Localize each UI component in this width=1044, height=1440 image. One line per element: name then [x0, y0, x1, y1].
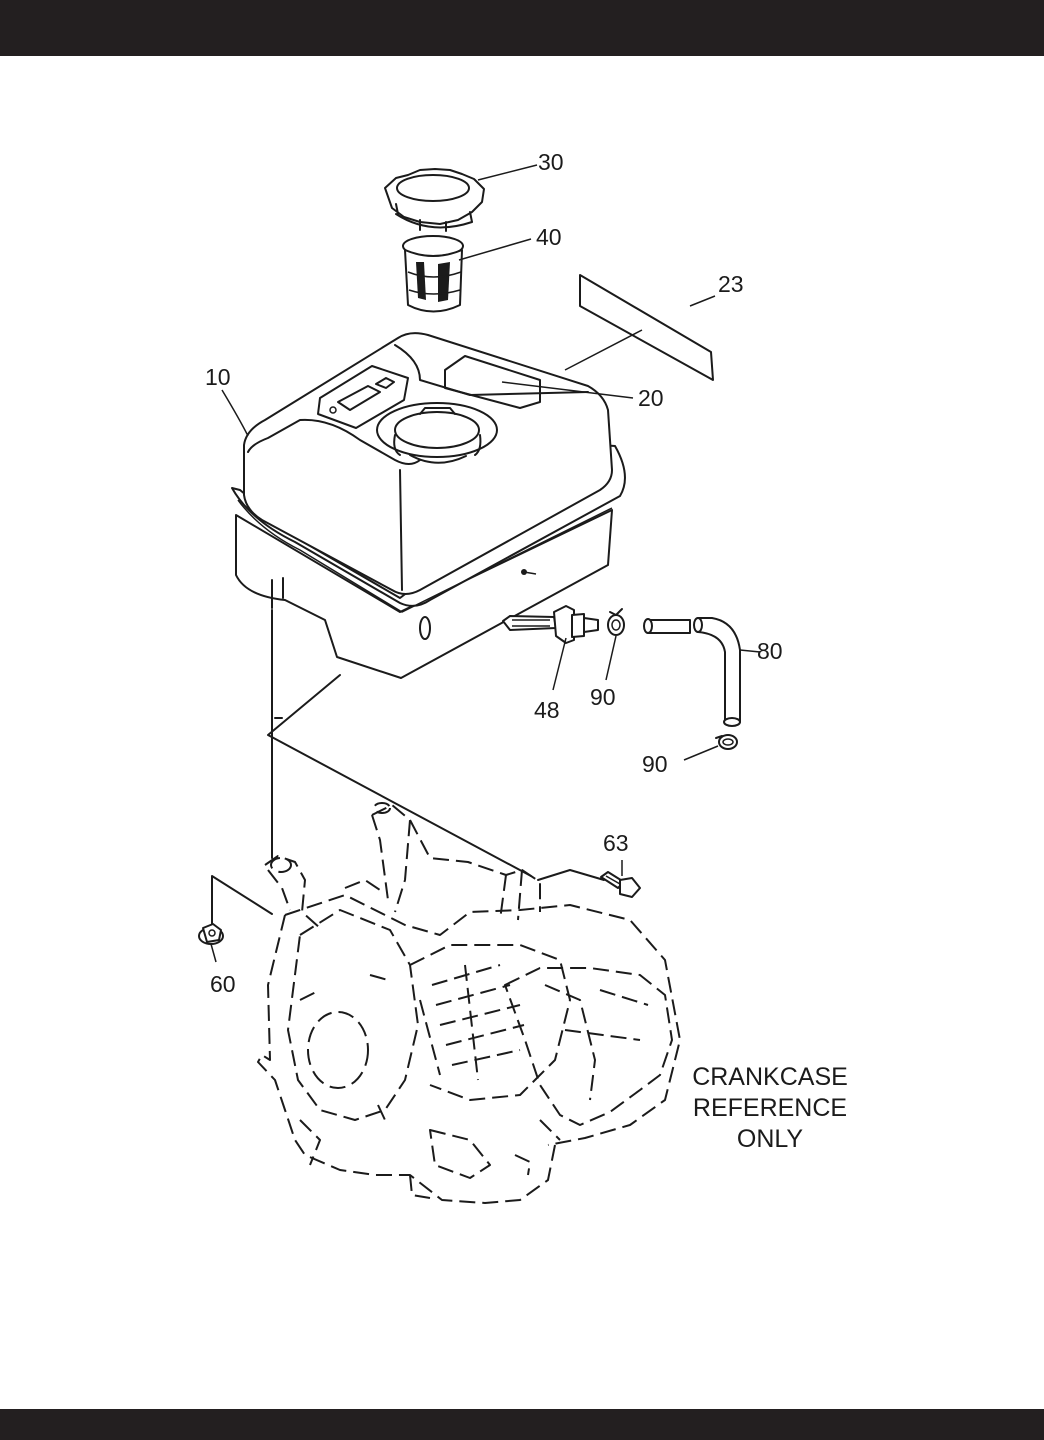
callout-23: 23: [718, 271, 744, 297]
callout-80: 80: [757, 638, 783, 664]
bottom-band: [0, 1409, 1044, 1440]
callout-30: 30: [538, 149, 564, 175]
fuel-cap-part: [385, 169, 484, 231]
callout-20: 20: [638, 385, 664, 411]
note-line-2: REFERENCE: [693, 1094, 847, 1122]
callout-63: 63: [603, 830, 629, 856]
callout-60: 60: [210, 971, 236, 997]
callout-90-lower: 90: [642, 751, 668, 777]
callout-48: 48: [534, 697, 560, 723]
note-line-3: ONLY: [737, 1125, 804, 1153]
callout-10: 10: [205, 364, 231, 390]
upper-clamp-part: [608, 609, 624, 635]
lower-clamp-part: [716, 735, 737, 749]
callout-90-upper: 90: [590, 684, 616, 710]
fuel-hose-part: [644, 618, 740, 726]
crankcase-reference-drawing: [258, 803, 680, 1203]
decal-part: [580, 275, 713, 380]
flange-nut-part: [199, 924, 223, 944]
note-line-1: CRANKCASE: [692, 1063, 848, 1091]
strainer-part: [403, 236, 463, 312]
callout-40: 40: [536, 224, 562, 250]
bolt-part: [601, 872, 640, 897]
